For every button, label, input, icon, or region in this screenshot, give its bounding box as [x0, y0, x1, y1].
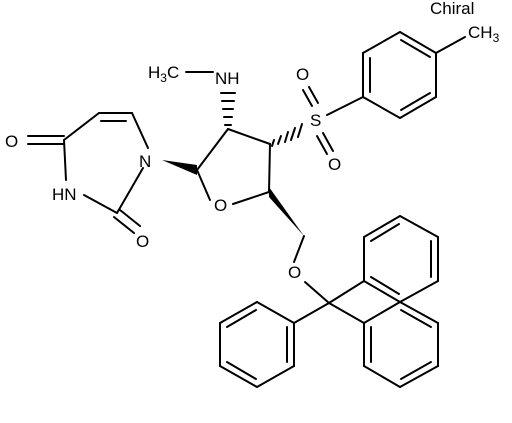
chiral-flag: Chiral — [430, 0, 474, 18]
sulfur-label: S — [310, 111, 321, 130]
nh-label: NH — [215, 69, 240, 88]
methyl-label: CH3 — [468, 23, 500, 45]
ring-nh-label: HN — [52, 185, 77, 204]
carbonyl-oxygen-4: O — [5, 132, 18, 151]
hashed-wedge-c3-s — [271, 123, 303, 147]
bond-o-ctrityl — [304, 281, 330, 304]
bond-s-o1-a — [302, 89, 313, 107]
hashed-wedge-c2-n — [220, 92, 236, 126]
methylamine-label: H3C — [148, 63, 179, 85]
bond-trityl-ring-right — [328, 302, 365, 324]
phenyl-ring-left — [219, 301, 295, 388]
bond-trityl-ring-top — [328, 280, 365, 304]
bond-trityl-ring-left — [293, 302, 330, 324]
ring-n1-label: N — [139, 152, 151, 171]
uracil-ring — [63, 112, 149, 214]
sulfonyl-oxygen-2: O — [328, 155, 341, 174]
sulfonyl-oxygen-1: O — [296, 65, 309, 84]
bond-c2-o-a — [113, 216, 135, 234]
furanose-oxygen: O — [214, 196, 227, 215]
furanose-ring — [196, 128, 271, 205]
bond-s-aryl — [326, 96, 364, 116]
phenyl-ring-top — [363, 215, 439, 303]
tolyl-ring — [362, 31, 437, 119]
bond-c2-o-b — [119, 209, 141, 227]
wedge-c4-ch2 — [269, 187, 304, 236]
phenyl-ring-right — [363, 301, 439, 388]
bond-s-o2-b — [316, 135, 328, 155]
ether-oxygen: O — [288, 263, 301, 282]
bond-s-o1-b — [308, 86, 319, 104]
carbonyl-oxygen-2: O — [136, 232, 149, 251]
bond-s-o2-a — [322, 132, 334, 152]
bond-tolyl-methyl — [435, 36, 466, 54]
wedge-c1-n1 — [162, 160, 197, 175]
bond-ch2-o — [293, 235, 305, 263]
